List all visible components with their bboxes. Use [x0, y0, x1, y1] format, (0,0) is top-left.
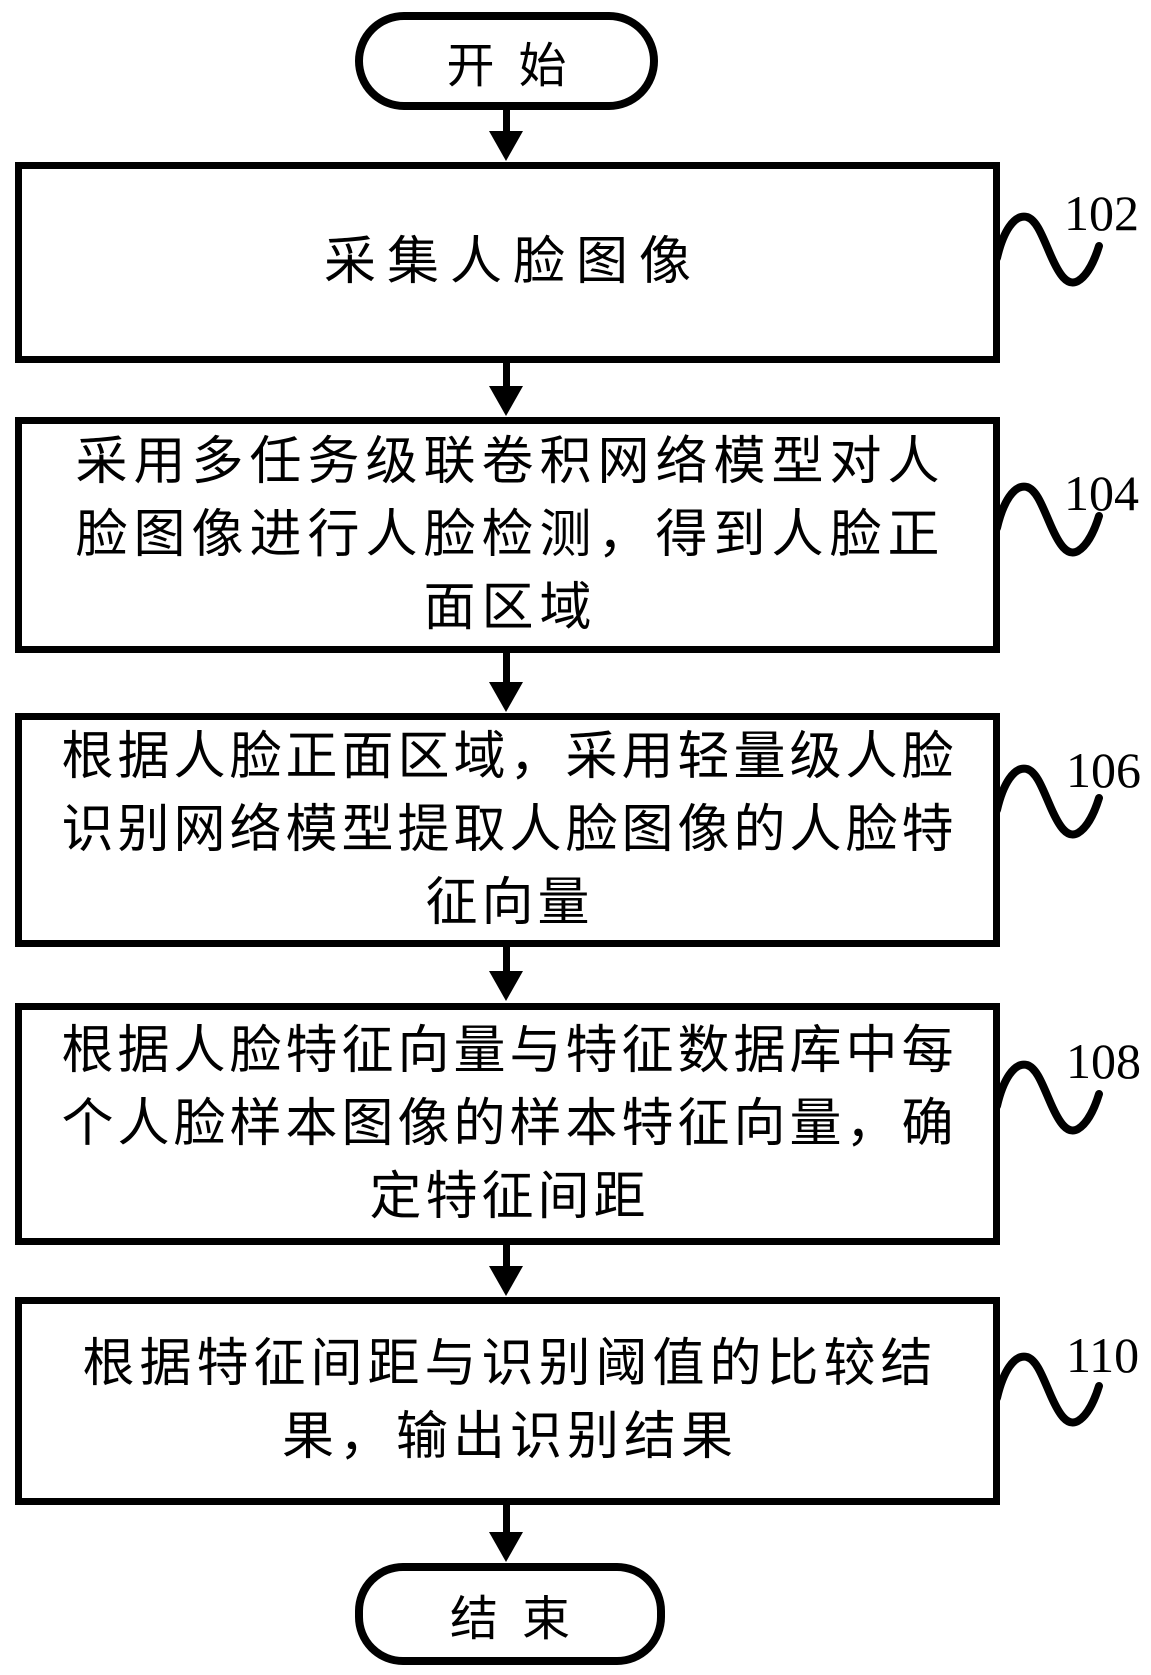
arrow-shaft — [502, 653, 510, 682]
terminator-end: 结束 — [355, 1563, 665, 1665]
step-text-line: 识别网络模型提取人脸图像的人脸特 — [61, 801, 958, 859]
flow-arrow — [488, 1245, 524, 1296]
start-label: 开始 — [446, 40, 591, 93]
arrow-shaft — [502, 363, 510, 386]
flow-arrow — [488, 110, 524, 161]
step-text: 采用多任务级联卷积网络模型对人 脸图像进行人脸检测，得到人脸正 面区域 — [22, 426, 993, 645]
step-text-line: 采用多任务级联卷积网络模型对人 — [75, 433, 946, 491]
flow-arrow — [488, 1505, 524, 1562]
step-text-line: 采集人脸图像 — [323, 234, 702, 291]
step-text: 根据人脸特征向量与特征数据库中每 个人脸样本图像的样本特征向量，确 定特征间距 — [22, 1015, 993, 1234]
arrowhead-icon — [489, 682, 523, 712]
reference-squiggle-icon — [994, 1352, 1103, 1427]
step-text-line: 果，输出识别结果 — [281, 1409, 738, 1466]
reference-squiggle-icon — [994, 764, 1103, 839]
ref-number-106: 106 — [1066, 742, 1141, 798]
step-text-line: 定特征间距 — [369, 1168, 650, 1226]
arrow-shaft — [502, 1245, 510, 1266]
ref-number-104: 104 — [1064, 465, 1139, 521]
arrowhead-icon — [489, 1532, 523, 1562]
process-step-110: 根据特征间距与识别阈值的比较结 果，输出识别结果 — [15, 1297, 1000, 1505]
arrow-shaft — [502, 947, 510, 971]
flow-arrow — [488, 947, 524, 1001]
step-text: 采集人脸图像 — [22, 226, 993, 299]
flow-arrow — [488, 363, 524, 416]
step-text-line: 根据人脸特征向量与特征数据库中每 — [61, 1022, 958, 1080]
reference-squiggle-icon — [994, 482, 1103, 557]
arrow-shaft — [502, 1505, 510, 1532]
flow-arrow — [488, 653, 524, 712]
step-text-line: 个人脸样本图像的样本特征向量，确 — [61, 1095, 958, 1153]
end-label: 结束 — [449, 1593, 594, 1646]
ref-number-102: 102 — [1064, 185, 1139, 241]
ref-number-108: 108 — [1066, 1033, 1141, 1089]
process-step-106: 根据人脸正面区域，采用轻量级人脸 识别网络模型提取人脸图像的人脸特 征向量 — [15, 713, 1000, 947]
arrowhead-icon — [489, 1266, 523, 1296]
step-text-line: 脸图像进行人脸检测，得到人脸正 — [75, 506, 946, 564]
arrowhead-icon — [489, 131, 523, 161]
arrowhead-icon — [489, 386, 523, 416]
step-text-line: 面区域 — [423, 579, 598, 637]
step-text-line: 征向量 — [425, 874, 594, 932]
arrow-shaft — [502, 110, 510, 131]
step-text: 根据人脸正面区域，采用轻量级人脸 识别网络模型提取人脸图像的人脸特 征向量 — [22, 721, 993, 940]
ref-number-110: 110 — [1066, 1327, 1140, 1383]
arrowhead-icon — [489, 971, 523, 1001]
process-step-108: 根据人脸特征向量与特征数据库中每 个人脸样本图像的样本特征向量，确 定特征间距 — [15, 1003, 1000, 1245]
process-step-102: 采集人脸图像 — [15, 162, 1000, 363]
step-text-line: 根据人脸正面区域，采用轻量级人脸 — [61, 728, 958, 786]
reference-squiggle-icon — [994, 212, 1103, 287]
reference-squiggle-icon — [994, 1060, 1103, 1135]
step-text-line: 根据特征间距与识别阈值的比较结 — [82, 1336, 938, 1393]
terminator-start: 开始 — [355, 12, 658, 110]
process-step-104: 采用多任务级联卷积网络模型对人 脸图像进行人脸检测，得到人脸正 面区域 — [15, 417, 1000, 653]
step-text: 根据特征间距与识别阈值的比较结 果，输出识别结果 — [22, 1328, 993, 1474]
